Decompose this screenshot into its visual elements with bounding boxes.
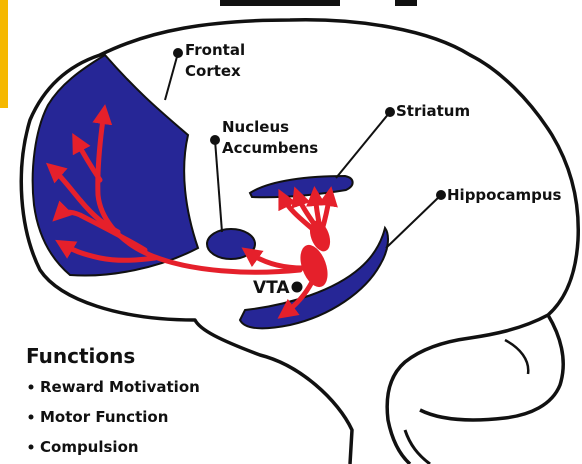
frontal-cortex-dot: [174, 49, 182, 57]
cropped-title-fragment: [220, 0, 340, 6]
hippocampus-label: Hippocampus: [447, 186, 562, 204]
cerebellum-inner-curve: [505, 340, 528, 374]
nucleus-accumbens-label-line1: Nucleus: [222, 118, 289, 136]
cropped-title-fragment: [395, 0, 417, 6]
frontal-cortex-leader-line: [165, 53, 178, 100]
accent-bar: [0, 0, 8, 108]
striatum-dot: [386, 108, 394, 116]
frontal-cortex-region: [33, 55, 198, 276]
striatum-region: [250, 176, 353, 197]
striatum-label: Striatum: [396, 102, 470, 120]
nucleus-accumbens-leader-line: [215, 140, 222, 232]
hippocampus-dot: [437, 191, 445, 199]
list-bullet: [29, 385, 34, 390]
functions-title: Functions: [26, 344, 135, 368]
vta-dot: [293, 283, 302, 292]
function-item: Compulsion: [40, 438, 139, 456]
list-bullet: [29, 445, 34, 450]
nigrostriatal-pathway-arrow: [322, 194, 330, 230]
function-item: Reward Motivation: [40, 378, 200, 396]
list-bullet: [29, 415, 34, 420]
nucleus-accumbens-label-line2: Accumbens: [222, 139, 318, 157]
frontal-cortex-label-line1: Frontal: [185, 41, 245, 59]
functions-list: Reward Motivation Motor Function Compuls…: [29, 378, 200, 456]
function-item: Motor Function: [40, 408, 168, 426]
frontal-cortex-label-line2: Cortex: [185, 62, 241, 80]
hippocampus-leader-line: [386, 195, 441, 248]
cerebellum-outline: [420, 315, 563, 420]
mesolimbic-pathway-arrow: [248, 252, 303, 268]
striatum-leader-line: [336, 112, 390, 178]
brainstem-outline: [405, 430, 430, 464]
nucleus-accumbens-dot: [211, 136, 219, 144]
vta-label: VTA: [253, 278, 290, 298]
